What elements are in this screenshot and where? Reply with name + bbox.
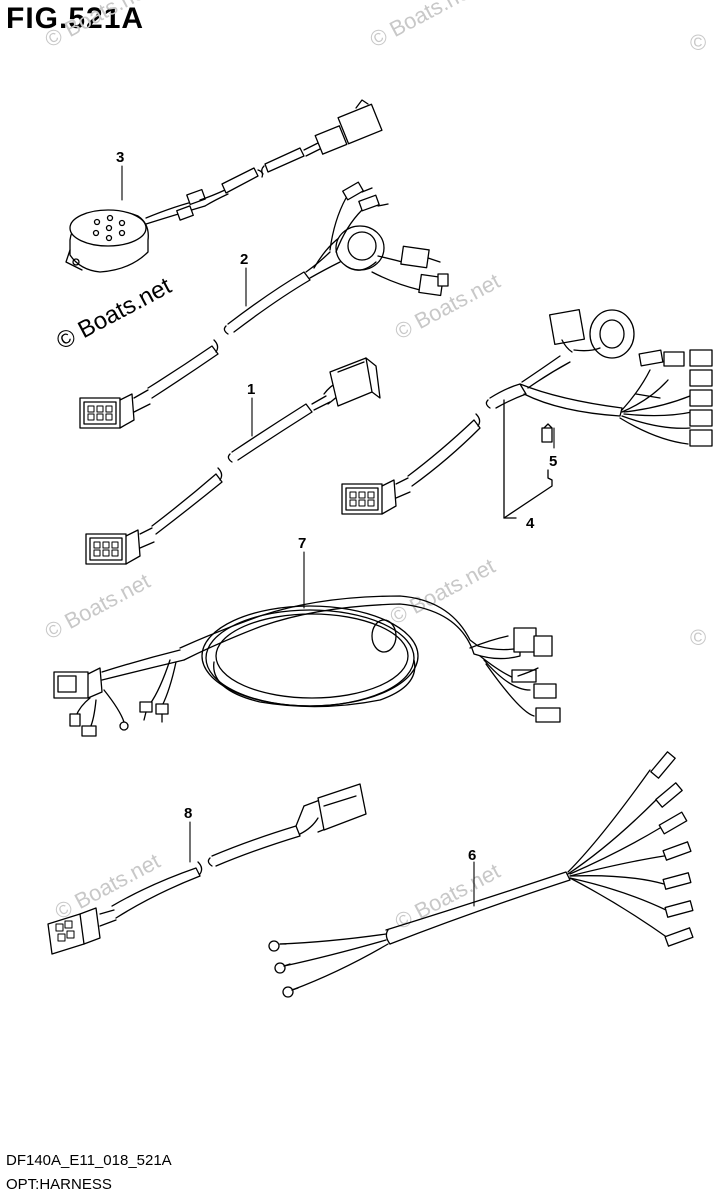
part-8-harness [47, 783, 367, 955]
callout-6: 6 [468, 847, 476, 864]
part-2-harness [79, 181, 449, 429]
callout-8: 8 [184, 805, 192, 822]
figure-caption: OPT:HARNESS [6, 1176, 112, 1193]
part-3-sensor-harness [65, 99, 383, 273]
part-7-loop-harness [53, 595, 561, 737]
watermark-faint: © Boats.net [386, 553, 500, 629]
callout-4: 4 [526, 515, 535, 532]
watermark-faint: © Boats.net [41, 568, 155, 644]
callout-7: 7 [298, 535, 306, 552]
callout-3: 3 [116, 149, 124, 166]
callout-2: 2 [240, 251, 248, 268]
part-6-harness [268, 751, 694, 998]
part-1-harness [85, 357, 381, 565]
callout-5: 5 [549, 453, 557, 470]
watermark-main: © Boats.net [52, 272, 176, 355]
watermark-faint: © Boats.net [41, 0, 155, 52]
callout-leaders [121, 165, 555, 907]
figure-title: FIG.521A [6, 2, 145, 35]
fuse-part-5 [541, 427, 553, 443]
watermark-faint-edge: © [690, 625, 706, 650]
watermark-faint-edge: © [690, 30, 706, 55]
figure-code: DF140A_E11_018_521A [6, 1152, 172, 1169]
watermark-faint: © Boats.net [51, 848, 165, 924]
callout-1: 1 [247, 381, 255, 398]
part-4-harness [341, 308, 713, 519]
faint-watermarks: © Boats.net © Boats.net © Boats.net © Bo… [41, 0, 707, 934]
watermark-faint: © Boats.net [366, 0, 480, 52]
